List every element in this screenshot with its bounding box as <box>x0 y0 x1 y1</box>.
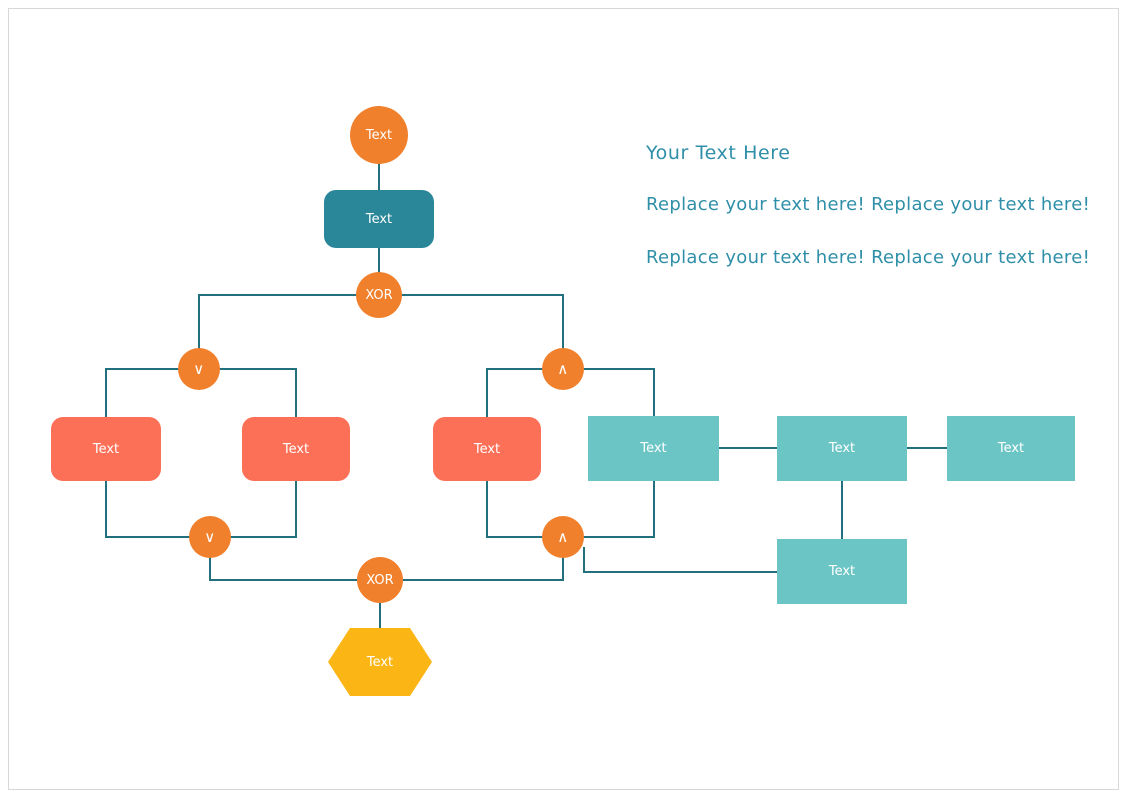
node-teal-b[interactable]: Text <box>777 416 907 481</box>
gate-xor-bottom[interactable]: XOR <box>357 557 403 603</box>
gate-label: XOR <box>366 572 394 588</box>
edge-xortop-orupper <box>198 294 357 349</box>
edge-teala-andlower <box>583 480 655 538</box>
node-label: Text <box>473 441 501 457</box>
page-frame <box>8 8 1119 790</box>
node-label: Text <box>640 441 667 456</box>
gate-label: ∨ <box>204 527 216 546</box>
edge-andlower-xorbottom <box>402 557 564 581</box>
hexagon-shape <box>328 628 432 696</box>
node-label: Text <box>282 441 310 457</box>
edge-orlower-xorbottom <box>209 557 358 581</box>
node-teal-d[interactable]: Text <box>777 539 907 604</box>
edge-orupper-redleft <box>105 368 179 418</box>
node-teal-c[interactable]: Text <box>947 416 1075 481</box>
side-text-line-2: Replace your text here! Replace your tex… <box>646 247 1091 268</box>
node-red-left[interactable]: Text <box>51 417 161 481</box>
node-label: Text <box>828 564 856 579</box>
gate-or-upper[interactable]: ∨ <box>178 348 220 390</box>
edge-redright-andlower <box>486 480 543 538</box>
node-label: Text <box>828 441 856 456</box>
edge-orupper-redmid <box>219 368 297 418</box>
edge-andlower-teald <box>583 547 778 573</box>
side-text-block: Your Text Here Replace your text here! R… <box>646 142 1091 300</box>
gate-and-upper[interactable]: ∧ <box>542 348 584 390</box>
gate-or-lower[interactable]: ∨ <box>189 516 231 558</box>
gate-label: ∨ <box>193 359 205 378</box>
side-text-line-1: Replace your text here! Replace your tex… <box>646 194 1091 215</box>
node-hexagon[interactable]: Text <box>328 628 432 696</box>
gate-xor-top[interactable]: XOR <box>356 272 402 318</box>
node-label: Text <box>997 441 1025 456</box>
gate-label: ∧ <box>557 527 569 546</box>
node-label: Text <box>366 654 394 670</box>
edge-redleft-orlower <box>105 480 190 538</box>
gate-label: XOR <box>365 287 393 303</box>
node-label: Text <box>92 441 120 457</box>
node-red-right[interactable]: Text <box>433 417 541 481</box>
node-top-circle[interactable]: Text <box>350 106 408 164</box>
gate-label: ∧ <box>557 359 569 378</box>
node-top-box[interactable]: Text <box>324 190 434 248</box>
edge-andupper-teala <box>583 368 655 417</box>
node-label: Text <box>365 127 393 143</box>
edge-andupper-redright <box>486 368 543 418</box>
node-label: Text <box>365 211 393 227</box>
node-teal-a[interactable]: Text <box>588 416 719 481</box>
node-red-mid[interactable]: Text <box>242 417 350 481</box>
edge-xortop-andupper <box>401 294 564 349</box>
side-text-heading: Your Text Here <box>646 142 791 164</box>
edge-redmid-orlower <box>230 480 297 538</box>
gate-and-lower[interactable]: ∧ <box>542 516 584 558</box>
